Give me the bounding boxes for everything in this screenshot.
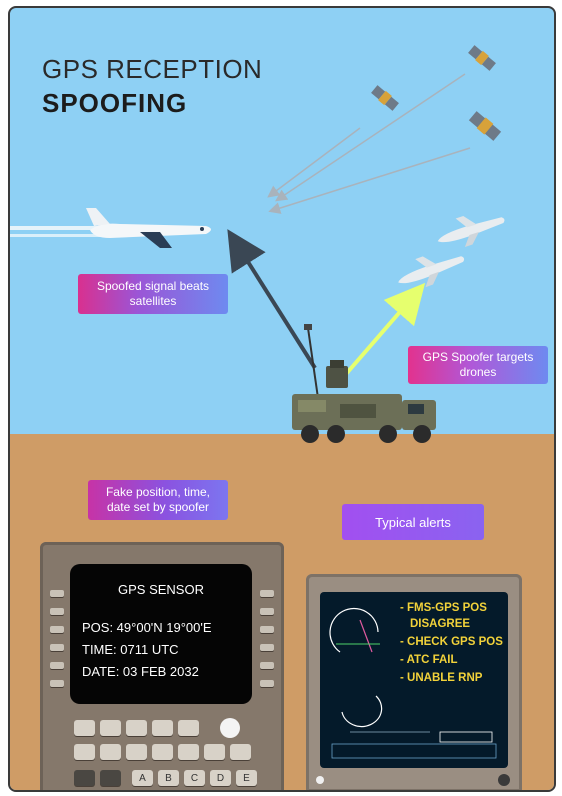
line-select-key[interactable] — [50, 590, 64, 597]
infographic-frame: GPS RECEPTION SPOOFING — [8, 6, 556, 792]
spoof-arrow-plane — [227, 229, 317, 370]
function-key[interactable] — [126, 720, 147, 736]
nd-screen: - FMS-GPS POS DISAGREE - CHECK GPS POS -… — [320, 592, 508, 768]
function-key[interactable] — [230, 744, 251, 760]
label-spoofed-signal: Spoofed signal beats satellites — [78, 274, 228, 314]
satellite-icon — [468, 45, 496, 71]
line-select-key[interactable] — [50, 644, 64, 651]
line-select-key[interactable] — [50, 662, 64, 669]
function-key[interactable] — [74, 770, 95, 786]
line-select-key[interactable] — [260, 662, 274, 669]
line-select-key[interactable] — [260, 644, 274, 651]
brightness-knob[interactable] — [220, 718, 240, 738]
label-typical-alerts: Typical alerts — [342, 504, 484, 540]
navigation-display-panel: - FMS-GPS POS DISAGREE - CHECK GPS POS -… — [306, 574, 522, 790]
cdu-screen-header: GPS SENSOR — [118, 582, 204, 597]
function-key[interactable] — [74, 744, 95, 760]
satellite-icon — [468, 111, 502, 141]
line-select-key[interactable] — [50, 608, 64, 615]
alert-disagree: DISAGREE — [410, 618, 471, 630]
line-select-key[interactable] — [260, 626, 274, 633]
line-select-key[interactable] — [260, 680, 274, 687]
key-e[interactable]: E — [236, 770, 257, 786]
function-key[interactable] — [152, 744, 173, 760]
spoofer-truck-icon — [292, 324, 436, 443]
key-c[interactable]: C — [184, 770, 205, 786]
drone-icon — [437, 216, 505, 248]
function-key[interactable] — [204, 744, 225, 760]
title-line-1: GPS RECEPTION — [42, 54, 263, 84]
drone-icon — [398, 256, 465, 288]
function-key[interactable] — [100, 770, 121, 786]
cdu-date-line: DATE: 03 FEB 2032 — [82, 664, 199, 679]
line-select-key[interactable] — [50, 626, 64, 633]
alert-atc-fail: - ATC FAIL — [400, 654, 458, 666]
function-key[interactable] — [178, 720, 199, 736]
alert-fms-gps-pos: - FMS-GPS POS — [400, 602, 487, 614]
function-key[interactable] — [126, 744, 147, 760]
label-fake-position: Fake position, time, date set by spoofer — [88, 480, 228, 520]
cdu-pos-line: POS: 49°00'N 19°00'E — [82, 620, 212, 635]
spoof-arrow-drones — [344, 282, 426, 376]
label-spoofer-targets: GPS Spoofer targets drones — [408, 346, 548, 384]
function-key[interactable] — [178, 744, 199, 760]
key-d[interactable]: D — [210, 770, 231, 786]
airplane-icon — [10, 208, 211, 248]
line-select-key[interactable] — [260, 608, 274, 615]
line-select-key[interactable] — [260, 590, 274, 597]
function-key[interactable] — [100, 744, 121, 760]
nd-symbology — [329, 607, 497, 759]
cdu-screen: GPS SENSOR POS: 49°00'N 19°00'E TIME: 07… — [70, 564, 252, 704]
nd-knob[interactable] — [498, 774, 510, 786]
title-line-2: SPOOFING — [42, 88, 188, 118]
cdu-time-line: TIME: 0711 UTC — [82, 642, 179, 657]
satellite-signals — [267, 73, 471, 214]
key-b[interactable]: B — [158, 770, 179, 786]
function-key[interactable] — [152, 720, 173, 736]
satellite-icon — [371, 85, 399, 111]
function-key[interactable] — [100, 720, 121, 736]
alert-check-gps-pos: - CHECK GPS POS — [400, 636, 503, 648]
function-key[interactable] — [74, 720, 95, 736]
alert-unable-rnp: - UNABLE RNP — [400, 672, 483, 684]
key-a[interactable]: A — [132, 770, 153, 786]
fms-cdu-panel: GPS SENSOR POS: 49°00'N 19°00'E TIME: 07… — [40, 542, 284, 790]
line-select-key[interactable] — [50, 680, 64, 687]
scene-graphics — [10, 45, 505, 443]
nd-knob[interactable] — [316, 776, 324, 784]
